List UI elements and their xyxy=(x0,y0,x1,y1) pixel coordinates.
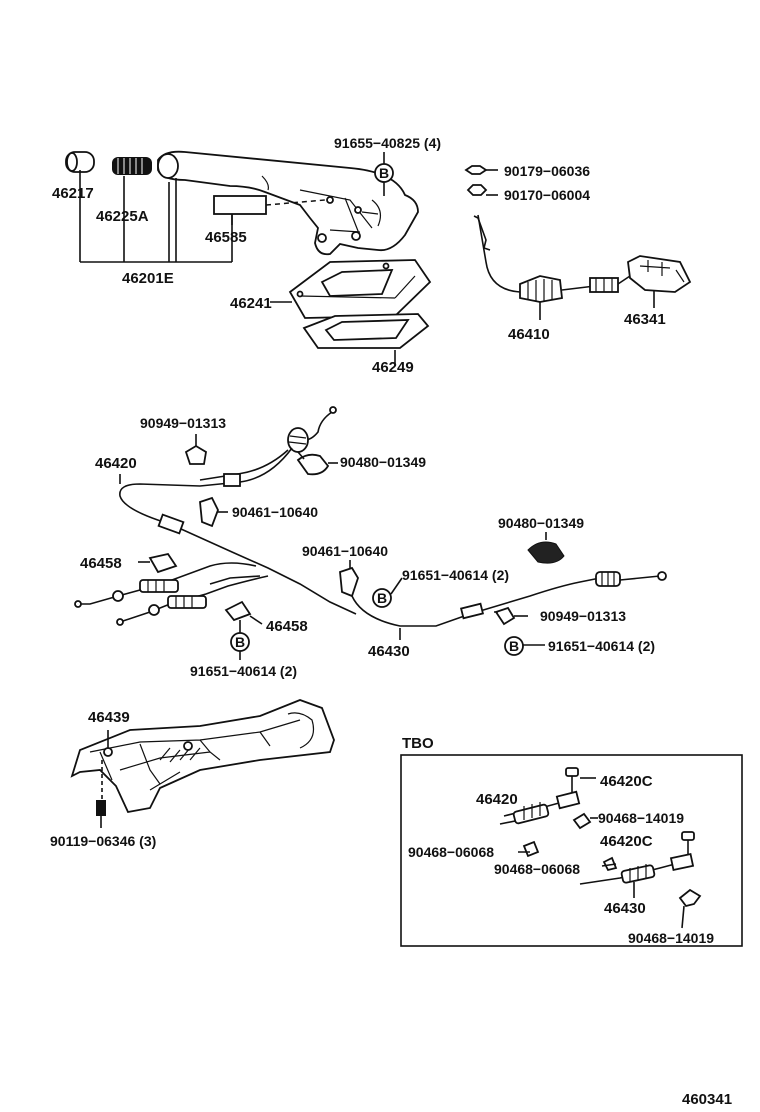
cap-46217-part xyxy=(65,151,95,173)
cable-46430-wire xyxy=(345,577,601,627)
label-90949-01313-a: 90949−01313 xyxy=(140,415,226,431)
cable-end-lower xyxy=(116,595,207,626)
label-46439: 46439 xyxy=(88,709,130,726)
label-46217: 46217 xyxy=(52,185,94,202)
clip-90461-a-part xyxy=(199,496,228,528)
clip-90949-b-part xyxy=(494,606,528,626)
callout-b-middle: B xyxy=(372,577,403,608)
tbo-cable-46430-end xyxy=(620,852,695,884)
clip-90468-06068-b-part xyxy=(602,856,618,872)
label-90119-06346: 90119−06346 (3) xyxy=(50,833,156,849)
tbo-label-90468-14019-a: 90468−14019 xyxy=(598,810,684,826)
clip-90468-06068-a-part xyxy=(522,840,540,858)
label-46241: 46241 xyxy=(230,295,272,312)
tbo-parts-group xyxy=(499,767,702,929)
tbo-label-46430: 46430 xyxy=(604,900,646,917)
cable-46410-boot xyxy=(519,275,619,303)
nut-90179-part xyxy=(464,165,498,175)
callout-b-letter: B xyxy=(379,165,389,181)
label-90461-10640-b: 90461−10640 xyxy=(302,543,388,559)
label-46458-b: 46458 xyxy=(266,618,308,635)
callout-b-letter: B xyxy=(377,590,387,606)
clip-90468-14019-a-part xyxy=(572,812,598,830)
pad-46585-part xyxy=(213,195,267,215)
tbo-label-90468-06068-b: 90468−06068 xyxy=(494,861,580,877)
label-46430: 46430 xyxy=(368,643,410,660)
tbo-box xyxy=(400,754,743,947)
label-91651-40614-c: 91651−40614 (2) xyxy=(548,638,655,654)
label-91651-40614-b: 91651−40614 (2) xyxy=(190,663,297,679)
bolt-90119-part xyxy=(96,760,106,828)
label-91651-40614-a: 91651−40614 (2) xyxy=(402,567,509,583)
tbo-cable-46420-end xyxy=(512,790,581,825)
grip-46225A-part xyxy=(112,157,152,175)
label-90461-10640-a: 90461−10640 xyxy=(232,504,318,520)
pin-46420C-a-part xyxy=(565,767,596,792)
callout-b-letter: B xyxy=(235,634,245,650)
assembly-bracket-lines xyxy=(79,170,233,263)
callout-b-left: B xyxy=(230,632,250,660)
pin-46420C-b-part xyxy=(681,831,695,856)
tbo-label-90468-06068-a: 90468−06068 xyxy=(408,844,494,860)
label-46341: 46341 xyxy=(624,311,666,328)
pad-leader-dashed xyxy=(265,199,326,206)
label-46420: 46420 xyxy=(95,455,137,472)
nut-90170-part xyxy=(466,184,498,196)
tbo-label-46420C-a: 46420C xyxy=(600,773,653,790)
rear-cable-group: B B B xyxy=(74,406,667,660)
cable-46430-end xyxy=(595,571,667,587)
cable-46410-group xyxy=(464,165,692,320)
plate-46249-part xyxy=(302,313,430,349)
label-90949-01313-b: 90949−01313 xyxy=(540,608,626,624)
callout-b-letter: B xyxy=(509,638,519,654)
bracket-46341-part xyxy=(617,255,692,293)
brake-lever-part xyxy=(157,150,419,256)
label-46201E: 46201E xyxy=(122,270,174,287)
label-91655-40825: 91655−40825 (4) xyxy=(334,135,441,151)
tbo-title: TBO xyxy=(402,735,434,752)
callout-b-top: B xyxy=(374,152,394,196)
tbo-label-46420: 46420 xyxy=(476,791,518,808)
grommet-90480-b-part xyxy=(527,532,565,564)
tbo-label-90468-14019-b: 90468−14019 xyxy=(628,930,714,946)
part-number-labels: 46217 46225A 46585 46201E 91655−40825 (4… xyxy=(50,135,732,1108)
lever-assembly-group: B xyxy=(65,150,432,366)
bracket-46458-b-part xyxy=(224,600,263,634)
label-46410: 46410 xyxy=(508,326,550,343)
boot-46241-part xyxy=(288,259,432,319)
cable-end-upper xyxy=(74,579,179,608)
label-46585: 46585 xyxy=(205,229,247,246)
label-90170-06004: 90170−06004 xyxy=(504,187,590,203)
grommet-90480-a-part xyxy=(296,453,338,476)
label-46458-a: 46458 xyxy=(80,555,122,572)
clip-90949-a-part xyxy=(184,434,207,465)
label-90480-01349-a: 90480−01349 xyxy=(340,454,426,470)
cable-46410-wire xyxy=(477,214,521,293)
label-46249: 46249 xyxy=(372,359,414,376)
callout-b-right: B xyxy=(504,636,545,656)
figure-number: 460341 xyxy=(682,1091,732,1108)
bracket-46458-a-part xyxy=(138,552,178,574)
label-90179-06036: 90179−06036 xyxy=(504,163,590,179)
label-46225A: 46225A xyxy=(96,208,149,225)
tbo-label-46420C-b: 46420C xyxy=(600,833,653,850)
clip-90461-b-part xyxy=(339,560,359,598)
insulator-46439-group xyxy=(70,699,335,828)
clip-90468-14019-b-part xyxy=(678,888,702,929)
label-90480-01349-b: 90480−01349 xyxy=(498,515,584,531)
